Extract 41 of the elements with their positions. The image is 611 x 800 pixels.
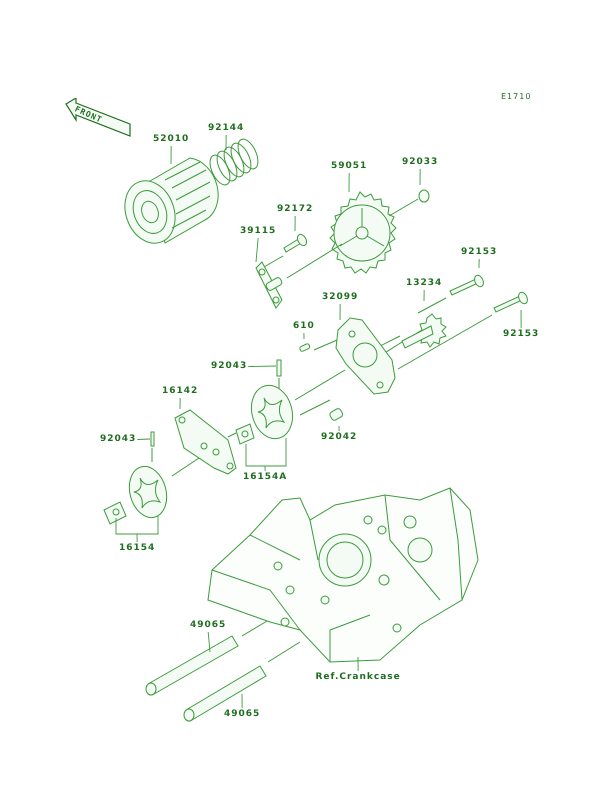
part-number: 92153 bbox=[461, 247, 498, 258]
leader-line bbox=[116, 516, 158, 542]
part-number: Ref.Crankcase bbox=[316, 672, 401, 683]
leader-line bbox=[242, 694, 243, 708]
part-number: 92043 bbox=[211, 361, 248, 372]
leader-line bbox=[246, 438, 286, 472]
leader-line bbox=[348, 172, 350, 192]
leader-line bbox=[208, 632, 210, 652]
part-number: 92043 bbox=[100, 434, 136, 445]
part-number: 49065 bbox=[224, 709, 260, 720]
leader-line bbox=[170, 146, 172, 164]
leader-line bbox=[340, 304, 341, 320]
part-number: 16142 bbox=[162, 386, 198, 397]
part-number: 16154A bbox=[243, 472, 288, 483]
part-number: 32099 bbox=[322, 292, 358, 303]
leader-line bbox=[478, 258, 480, 268]
part-number: 39115 bbox=[240, 226, 276, 237]
part-number: 92144 bbox=[208, 123, 244, 134]
leader-line bbox=[520, 310, 522, 328]
leader-line bbox=[136, 438, 150, 440]
leader-line bbox=[358, 656, 359, 672]
leader-line bbox=[424, 290, 425, 302]
part-number: 13234 bbox=[406, 278, 442, 289]
part-number: 92153 bbox=[503, 329, 540, 340]
leader-line bbox=[420, 168, 421, 186]
leader-line bbox=[294, 216, 296, 232]
leader-line bbox=[338, 426, 340, 432]
part-number: 92042 bbox=[321, 432, 358, 443]
leader-line bbox=[226, 134, 227, 150]
leader-line bbox=[256, 238, 259, 262]
part-number: 92172 bbox=[277, 204, 314, 215]
leader-line bbox=[303, 332, 304, 340]
diagram-code: E1710 bbox=[501, 91, 532, 102]
part-number: 52010 bbox=[153, 134, 190, 145]
part-number: 16154 bbox=[119, 543, 156, 554]
part-number: 610 bbox=[293, 321, 315, 332]
part-number: 92033 bbox=[402, 157, 438, 168]
leader-line bbox=[180, 398, 181, 410]
leader-line bbox=[248, 366, 276, 367]
part-number: 59051 bbox=[331, 161, 368, 172]
part-number: 49065 bbox=[190, 620, 226, 631]
